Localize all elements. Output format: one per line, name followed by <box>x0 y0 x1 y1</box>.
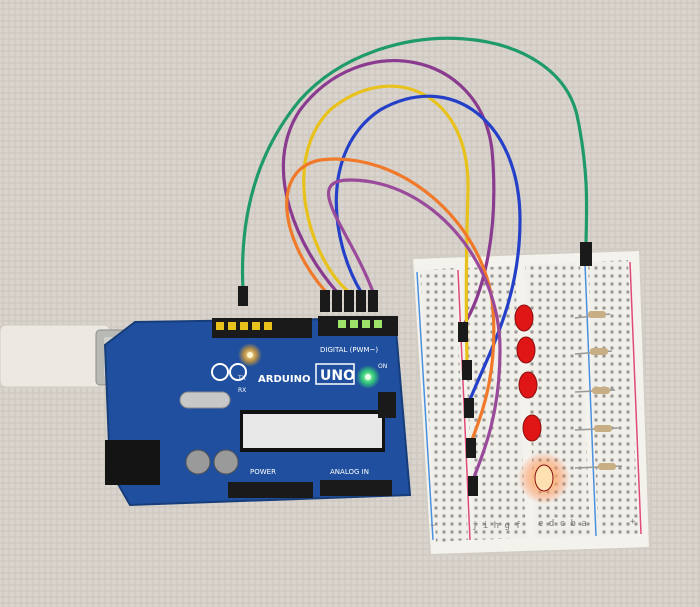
analog-header-label: ANALOG IN <box>330 468 369 476</box>
tx-label: TX <box>237 375 246 382</box>
wire-5 <box>285 157 496 444</box>
left-power-rail <box>420 268 468 542</box>
dc-jack <box>105 440 160 485</box>
wire-1 <box>240 36 589 292</box>
row-letters-right: e d c b a <box>538 519 587 529</box>
wire-2 <box>281 59 496 328</box>
led-3 <box>518 371 538 399</box>
led-2 <box>516 336 536 364</box>
rail-minus-label: − <box>430 521 436 531</box>
digital-header-label: DIGITAL (PWM~) <box>320 346 378 354</box>
analog-header <box>320 480 392 496</box>
digital-header-left <box>212 318 312 338</box>
resistor-3 <box>574 387 616 394</box>
wire-3 <box>302 84 470 366</box>
rail-plus-label: + <box>630 517 636 527</box>
wire-connectors <box>238 242 592 496</box>
model-box <box>315 363 355 385</box>
icsp-header <box>378 392 396 418</box>
crystal <box>179 391 231 409</box>
row-letters-left: j i h g f <box>472 521 521 531</box>
breadboard: j i h g f e d c b a − + <box>410 248 652 557</box>
connector-board-4 <box>356 290 366 312</box>
wire-6 <box>327 178 502 482</box>
connector-bb-4 <box>466 438 476 458</box>
connector-bb-5 <box>468 476 478 496</box>
resistor-4 <box>574 425 619 432</box>
led-4 <box>522 414 542 442</box>
connector-bb-3 <box>464 398 474 418</box>
power-header <box>228 482 313 498</box>
resistors <box>574 311 623 470</box>
resistor-5 <box>574 463 623 470</box>
connector-bb-2 <box>462 360 472 380</box>
connector-board-3 <box>344 290 354 312</box>
jumper-wires <box>240 36 589 482</box>
brand-label: ARDUINO <box>258 374 310 385</box>
breadboard-leds <box>514 304 570 504</box>
arduino-board: DIGITAL (PWM~) ARDUINO UNO TX RX ON POWE… <box>103 316 412 507</box>
connector-board-5 <box>368 290 378 312</box>
rx-label: RX <box>238 387 246 394</box>
led-l <box>247 352 253 358</box>
chip-socket-label <box>243 414 382 448</box>
connector-green-board <box>238 286 248 306</box>
arduino-logo <box>211 363 247 381</box>
connector-bb-1 <box>458 322 468 342</box>
led-1 <box>514 304 534 332</box>
capacitor-2 <box>213 449 239 475</box>
resistor-1 <box>574 311 611 319</box>
capacitor-1 <box>185 449 211 475</box>
on-label: ON <box>378 363 387 370</box>
wire-4 <box>334 94 522 404</box>
connector-board-1 <box>320 290 330 312</box>
model-label: UNO <box>320 368 355 384</box>
connector-board-2 <box>332 290 342 312</box>
power-header-label: POWER <box>250 468 276 476</box>
connector-green-breadboard <box>580 242 592 266</box>
power-led <box>365 374 371 380</box>
resistor-2 <box>574 348 613 355</box>
led-5 <box>534 464 554 492</box>
left-terminal-strip <box>462 266 526 540</box>
